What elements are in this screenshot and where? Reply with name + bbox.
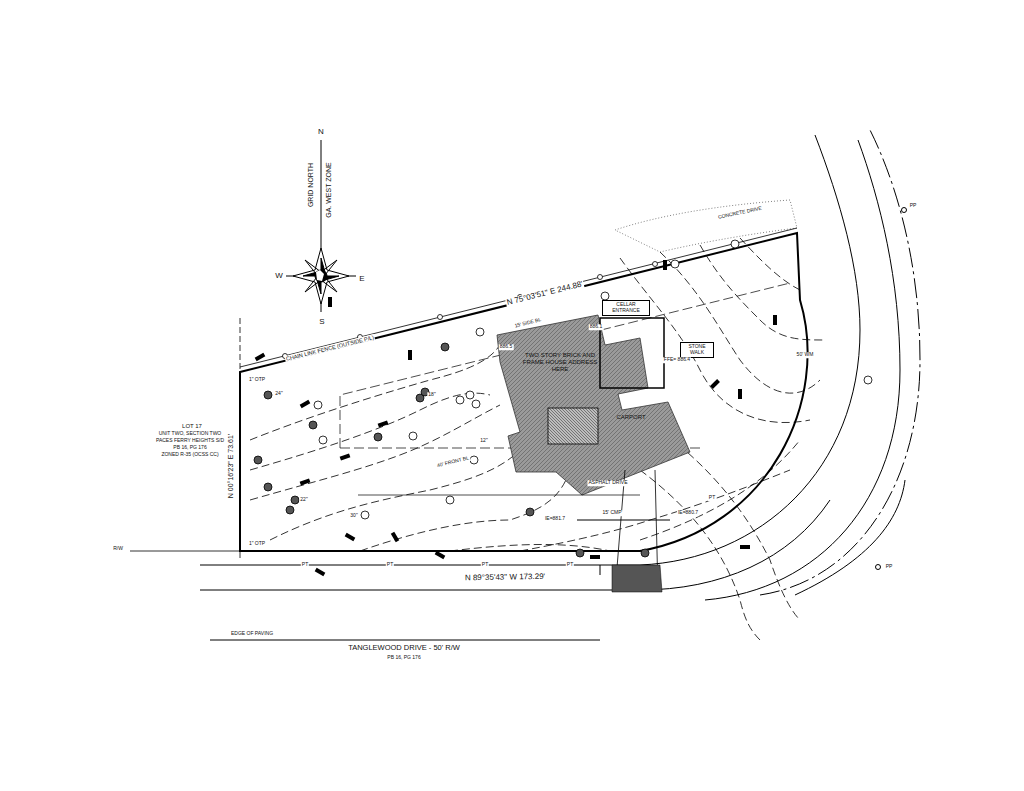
concrete-drive — [615, 200, 797, 252]
feature-box: STONE WALK — [680, 342, 714, 358]
feature-text: TWO STORY BRICK AND FRAME HOUSE ADDRESS … — [522, 352, 598, 373]
tree-symbols — [254, 240, 872, 557]
utility-poles — [876, 208, 907, 570]
house-wall — [600, 318, 664, 388]
plan-label: N 75°03'51" E 244.88' — [505, 280, 585, 308]
plan-label: CONCRETE DRIVE — [717, 205, 764, 220]
feature-text: CARPORT — [616, 414, 645, 421]
plan-label: UNIT TWO, SECTION TWO — [158, 431, 223, 437]
plan-label: 22" — [299, 497, 308, 503]
plan-label: E — [358, 275, 365, 284]
north-arrow — [286, 140, 356, 312]
plan-label: W — [274, 272, 284, 281]
plan-label: N — [317, 128, 325, 137]
sight-line — [358, 495, 640, 496]
plan-label: PP — [885, 564, 894, 570]
plan-label: 886.5 — [499, 344, 514, 350]
plan-label: FFE= 886.4 — [663, 357, 691, 363]
plan-label: 24" — [274, 391, 283, 397]
contour-lines — [250, 238, 825, 640]
rw-line — [240, 318, 241, 560]
plan-label: 30" — [349, 513, 358, 519]
chimney-hatch — [548, 408, 598, 444]
plan-label: PT — [708, 495, 716, 501]
plan-label: 40' FRONT BL — [436, 455, 471, 469]
plan-label: PACES FERRY HEIGHTS S/D — [155, 438, 225, 444]
plan-label: PT — [566, 562, 574, 568]
property-line — [240, 233, 808, 551]
plan-label: PT — [386, 562, 394, 568]
road-lines — [200, 130, 920, 640]
house-label: TWO STORY BRICK AND FRAME HOUSE ADDRESS … — [520, 350, 600, 375]
plan-label: PB 16, PG 176 — [386, 655, 421, 661]
plan-label: ASPHALT DRIVE — [588, 480, 629, 486]
plan-label: R/W — [112, 546, 124, 552]
rw-line — [130, 551, 240, 552]
plan-label: TANGLEWOOD DRIVE - 50' R/W — [347, 644, 461, 652]
pipe-line — [577, 520, 670, 521]
plan-label: N 89°35'43" W 173.29' — [464, 573, 546, 583]
plan-label: IE=880.7 — [677, 510, 699, 516]
plan-label: PP — [909, 203, 918, 209]
plan-label: 15' CMP — [601, 510, 622, 516]
plan-label: 50' WM — [796, 352, 815, 358]
plan-label: IE=881.7 — [544, 516, 566, 522]
plan-label: PT — [301, 562, 309, 568]
plan-label: 1" OTP — [248, 377, 266, 383]
feature-box: CELLAR ENTRANCE — [602, 300, 650, 316]
contour-marks — [255, 260, 777, 581]
house-footprint — [497, 315, 690, 495]
plan-label: 1" OTP — [248, 541, 266, 547]
feature-text: STONE WALK — [683, 344, 711, 356]
plan-label: EDGE OF PAVING — [230, 631, 274, 637]
plan-label: PB 16, PG 176 — [172, 445, 207, 451]
plan-label: N 00°16'23" E 73.61' — [227, 433, 235, 499]
plan-label: PT — [481, 562, 489, 568]
plan-label: CHAIN LINK FENCE (OUTSIDE P/L) — [284, 334, 375, 362]
driveway-apron — [612, 565, 662, 592]
plan-label: LOT 17 — [181, 423, 203, 430]
plan-label: S — [318, 318, 325, 327]
plan-label: 886.1 — [589, 324, 604, 330]
plan-label: ZONED R-35 (OCSS CC) — [160, 452, 219, 458]
plan-label: 18" — [427, 392, 436, 398]
plan-label: GA. WEST ZONE — [325, 161, 333, 219]
plan-label: GRID NORTH — [307, 162, 315, 208]
plan-label: 12" — [479, 438, 488, 444]
feature-box: CARPORT — [602, 412, 660, 423]
feature-text: CELLAR ENTRANCE — [605, 302, 647, 314]
